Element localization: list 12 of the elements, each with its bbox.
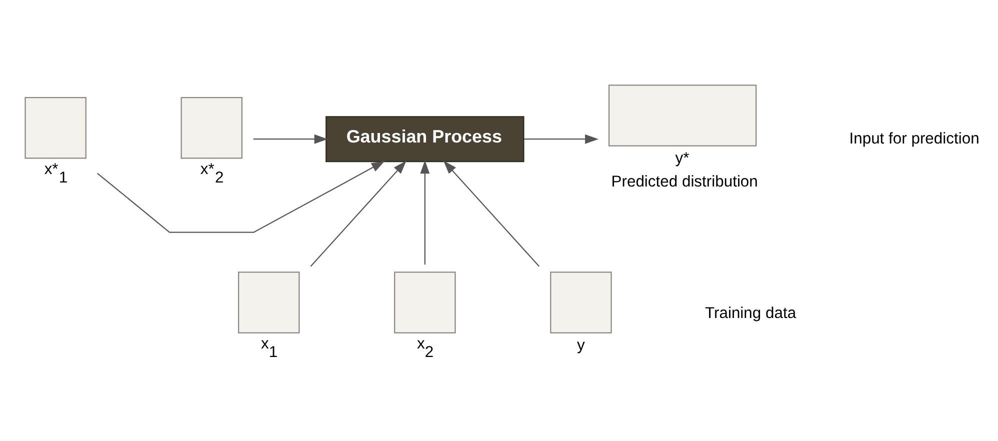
arrow	[310, 160, 406, 267]
arrow	[253, 134, 328, 144]
node-box: Gaussian Process	[326, 116, 524, 162]
label: Input for prediction	[849, 130, 980, 148]
arrow	[97, 160, 385, 233]
node-label: y*	[675, 150, 690, 167]
arrow	[524, 134, 599, 144]
node-label: y	[577, 336, 585, 354]
node-label: Predicted distribution	[611, 173, 758, 190]
arrow	[443, 160, 540, 267]
label: Training data	[705, 304, 796, 322]
arrow	[420, 160, 430, 265]
